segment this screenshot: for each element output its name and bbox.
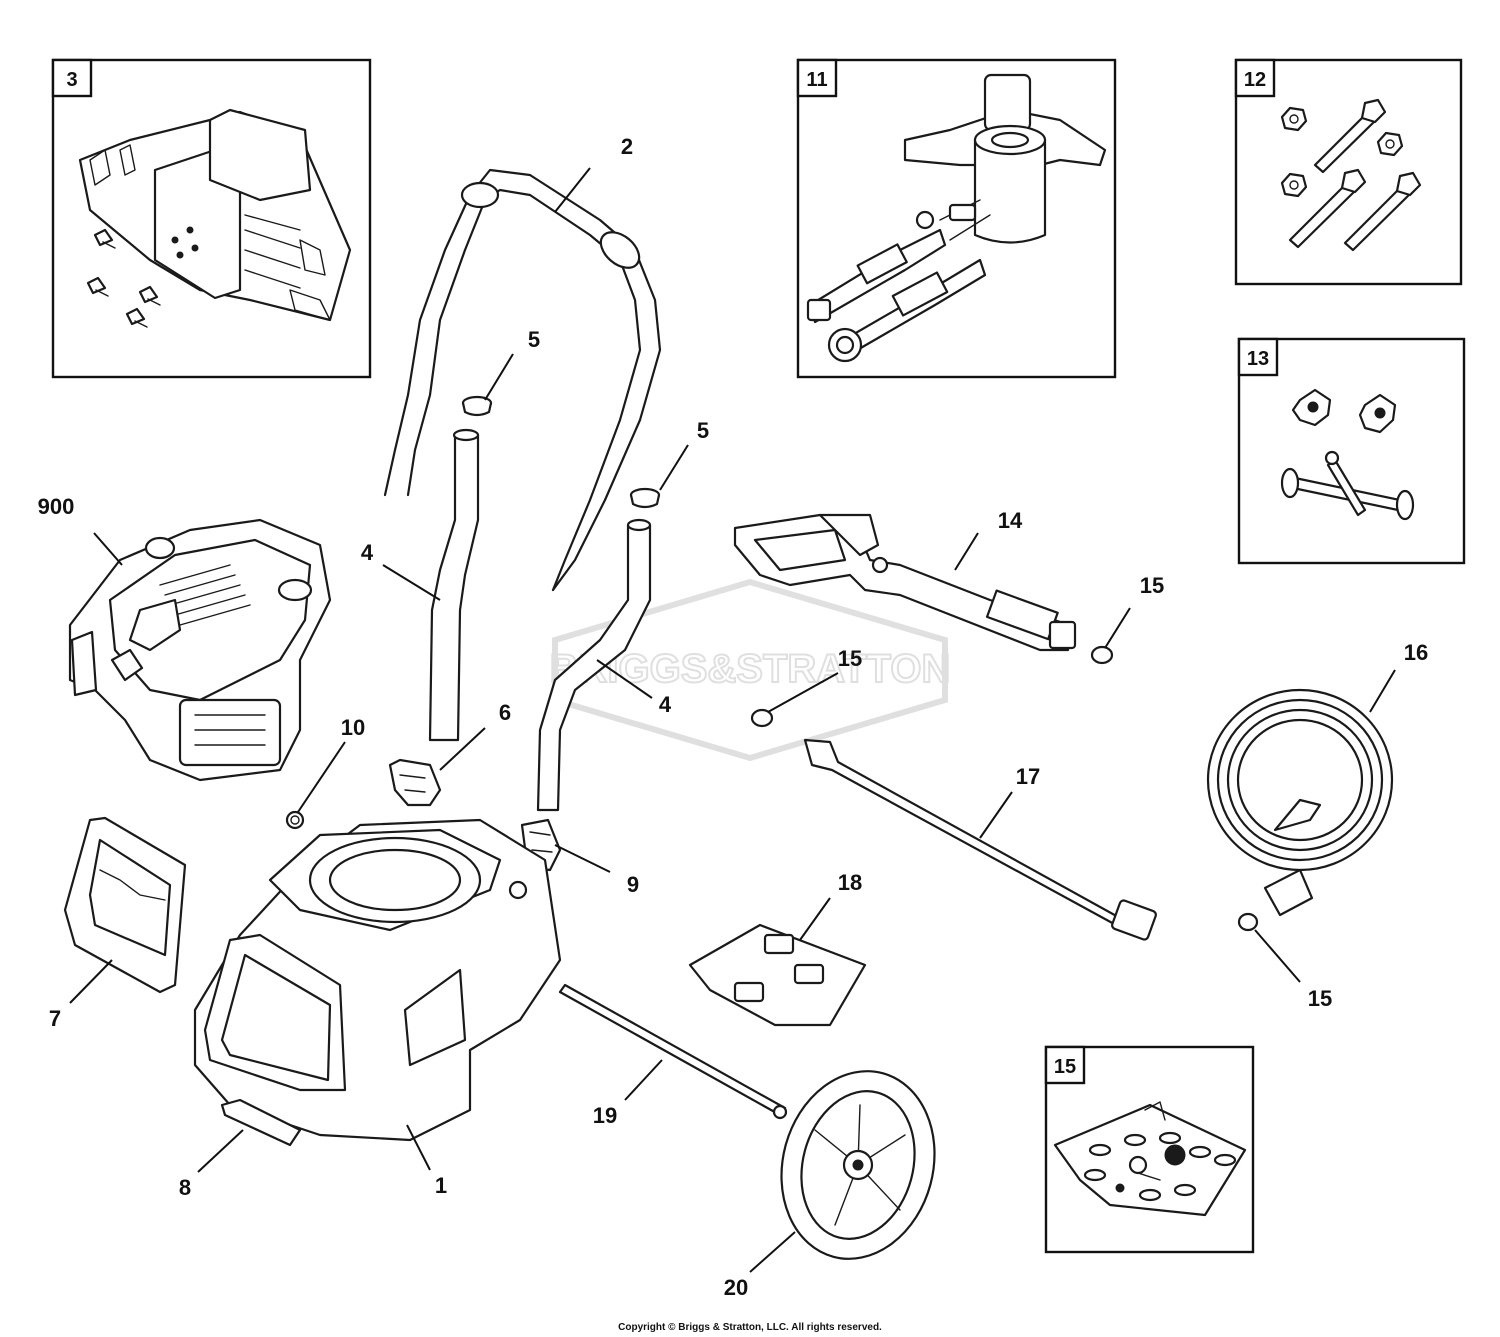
nozzle-bag-part-18 (688, 923, 867, 1027)
carriage-bolts (1280, 450, 1415, 521)
callout-15-lance: 15 (838, 646, 862, 671)
o-ring-kit-bag (1053, 1101, 1247, 1217)
wheel-part-20 (780, 1070, 936, 1260)
callout-20: 20 (724, 1275, 748, 1300)
lower-tubes-4 (428, 428, 652, 812)
callout-2: 2 (621, 134, 633, 159)
callout-9: 9 (627, 872, 639, 897)
panel-screws (86, 228, 161, 328)
inset-box-13: 13 (1237, 337, 1466, 565)
callout-1: 1 (435, 1173, 447, 1198)
callout-5-mid: 5 (697, 418, 709, 443)
callout-15-gun: 15 (1140, 573, 1164, 598)
callout-8: 8 (179, 1175, 191, 1200)
callout-5-top: 5 (528, 327, 540, 352)
star-knobs (1291, 388, 1397, 434)
callout-18: 18 (838, 870, 862, 895)
engine-part-900 (68, 518, 332, 782)
rubber-foot-part-8 (220, 1098, 302, 1147)
frame-base-part-1 (193, 818, 562, 1142)
washer-part-10 (285, 810, 305, 830)
handle-bracket-6 (388, 758, 442, 807)
callout-17: 17 (1016, 764, 1040, 789)
callout-4-left: 4 (361, 540, 374, 565)
hex-bolts (1288, 98, 1422, 252)
front-panel-part-7 (63, 816, 187, 994)
o-rings-15 (750, 645, 1259, 932)
spray-gun-part-14 (733, 513, 1077, 652)
control-panel-part (78, 108, 352, 322)
copyright-notice: Copyright © Briggs & Stratton, LLC. All … (618, 1322, 882, 1333)
spray-lance-part-17 (803, 738, 1157, 941)
inset-box-15: 15 (1044, 1045, 1255, 1254)
inset-box-label-3: 3 (66, 69, 77, 91)
callout-labels: 2 5 5 4 4 900 14 15 15 16 10 6 17 9 18 1… (38, 134, 1429, 1300)
callout-16: 16 (1404, 640, 1428, 665)
callout-7: 7 (49, 1006, 61, 1031)
inset-box-label-15: 15 (1054, 1056, 1076, 1078)
inset-box-3: 3 (51, 58, 372, 379)
inset-box-label-13: 13 (1247, 348, 1269, 370)
tube-plugs-5 (461, 395, 661, 509)
callout-10: 10 (341, 715, 365, 740)
inset-box-label-12: 12 (1244, 69, 1266, 91)
hose-part-16 (1206, 688, 1394, 917)
handle-part-2 (383, 168, 662, 592)
axle-part-19 (558, 983, 788, 1120)
callout-6: 6 (499, 700, 511, 725)
inset-box-12: 12 (1234, 58, 1463, 286)
callout-900: 900 (38, 494, 75, 519)
leader-lines (69, 167, 1396, 1273)
pump-part (806, 73, 1107, 363)
callout-14: 14 (998, 508, 1023, 533)
callout-15-hose: 15 (1308, 986, 1332, 1011)
hex-nuts (1280, 106, 1404, 198)
inset-box-11: 11 (796, 58, 1117, 379)
inset-box-label-11: 11 (806, 69, 827, 91)
callout-4-right: 4 (659, 692, 672, 717)
callout-19: 19 (593, 1103, 617, 1128)
